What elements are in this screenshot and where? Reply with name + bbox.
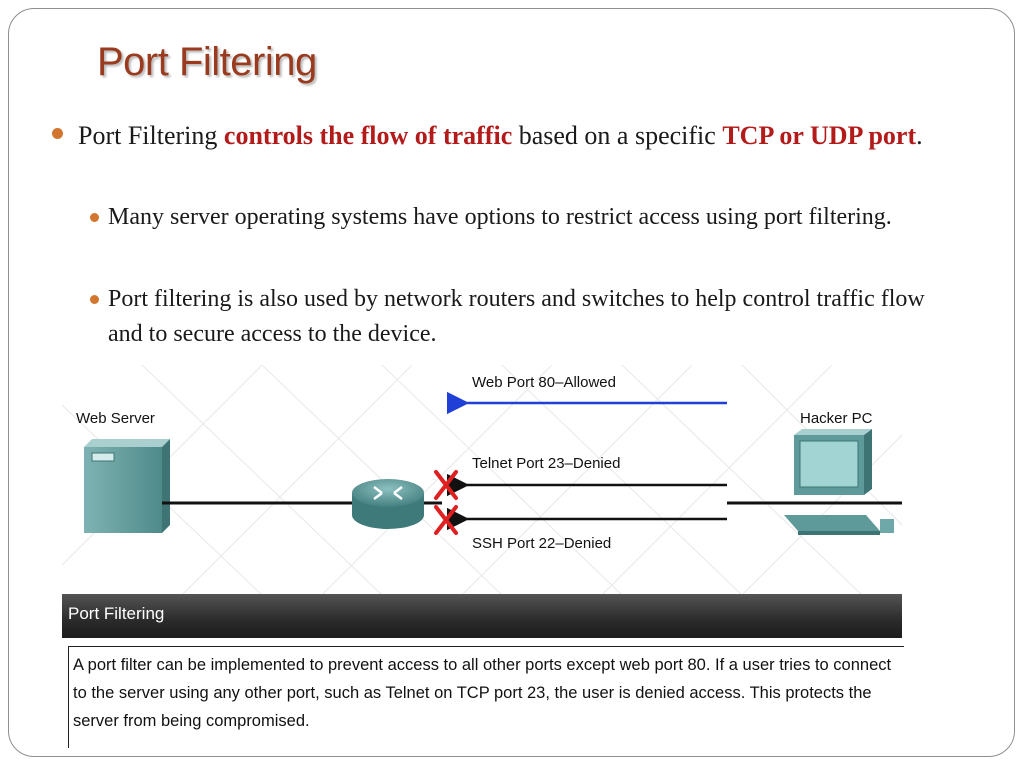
deny-x-icon (434, 470, 458, 500)
info-panel-header: Port Filtering (62, 594, 902, 638)
flow-label-web: Web Port 80–Allowed (472, 374, 616, 391)
info-panel: Port Filtering A port filter can be impl… (62, 594, 904, 748)
main-bullet: Port Filtering controls the flow of traf… (78, 118, 958, 154)
network-diagram: Web Server Hacker PC Web Port 80–Allowed… (62, 365, 902, 595)
background-grid (62, 365, 902, 595)
sub-bullet-2: Port filtering is also used by network r… (108, 286, 925, 347)
main-bullet-suffix: . (916, 121, 923, 150)
router-icon (352, 479, 424, 529)
main-bullet-prefix: Port Filtering (78, 121, 224, 150)
flow-label-telnet: Telnet Port 23–Denied (472, 455, 620, 472)
hacker-pc-label: Hacker PC (800, 410, 873, 427)
web-server-icon (84, 439, 170, 533)
sub-bullet-dot (90, 295, 99, 304)
main-bullet-highlight-port: TCP or UDP port (722, 121, 917, 150)
hacker-pc-icon (784, 429, 894, 535)
main-bullet-middle: based on a specific (512, 121, 723, 150)
web-server-label: Web Server (76, 410, 155, 427)
sub-bullet-dot (90, 213, 99, 222)
slide-title: Port Filtering (97, 40, 317, 84)
bullet-dot (52, 128, 63, 139)
deny-x-icon (434, 505, 458, 535)
main-bullet-highlight-flow: controls the flow of traffic (223, 121, 513, 150)
sub-bullet-1: Many server operating systems have optio… (108, 204, 892, 230)
flow-label-ssh: SSH Port 22–Denied (472, 535, 611, 552)
info-panel-body: A port filter can be implemented to prev… (68, 646, 904, 748)
